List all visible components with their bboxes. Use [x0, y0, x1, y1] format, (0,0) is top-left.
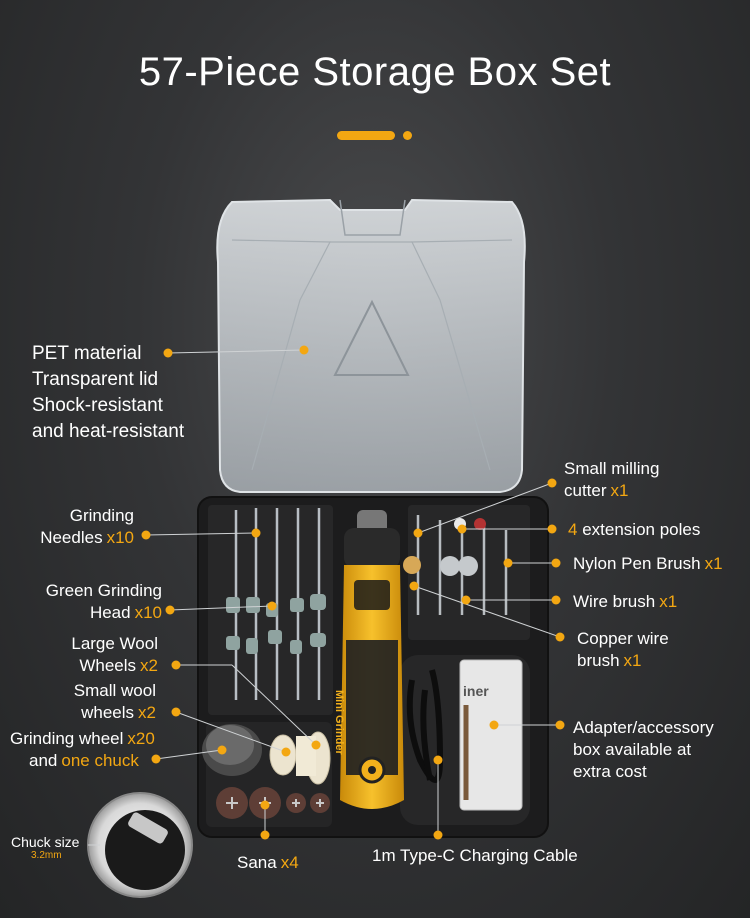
callout-text: Needles: [40, 528, 103, 547]
callout-text: Adapter/accessory: [573, 718, 714, 737]
callout-qty: x1: [704, 554, 723, 573]
callout-text: Small wool: [73, 681, 156, 700]
callout-dots: [141, 345, 565, 840]
callout-text: extension poles: [582, 520, 701, 539]
lid-callout-line: Transparent lid: [32, 369, 159, 390]
callout-extension-poles: 4 extension poles: [568, 519, 700, 541]
page-title: 57-Piece Storage Box Set: [138, 50, 612, 94]
callout-qty: x10: [134, 603, 162, 622]
callout-text: and: [29, 751, 58, 770]
callout-qty: x1: [610, 481, 629, 500]
transparent-lid: [216, 198, 526, 493]
callout-lines: [88, 349, 561, 846]
lid-callout: PET material Transparent lid Shock-resis…: [32, 341, 184, 445]
callout-text: Sana: [237, 853, 277, 872]
tool-label: Mini Grinder: [333, 690, 345, 755]
accent-bar: [337, 131, 395, 140]
callout-text: Small milling: [564, 459, 660, 478]
callout-chuck-size: Chuck size 3.2mm: [11, 834, 79, 861]
callout-text: Grinding: [69, 506, 134, 525]
accent-dot: [403, 131, 412, 140]
callout-cable: 1m Type-C Charging Cable: [372, 845, 578, 867]
callout-text: box available at: [573, 740, 692, 759]
callout-text: Copper wire: [577, 629, 669, 648]
lid-callout-line: Shock-resistant: [32, 395, 163, 416]
callout-text: extra cost: [573, 762, 647, 781]
callout-text: Large Wool: [71, 634, 158, 653]
callout-text: Green Grinding: [45, 581, 162, 600]
callout-qty: 4: [568, 520, 578, 539]
callout-qty: x2: [140, 656, 158, 675]
callout-text: Wire brush: [573, 592, 656, 611]
adapter-box: [459, 659, 523, 811]
callout-text: 1m Type-C Charging Cable: [372, 846, 578, 865]
lid-callout-line: and heat-resistant: [32, 421, 185, 442]
callout-text: Grinding wheel: [10, 729, 124, 748]
callout-qty: x1: [659, 592, 678, 611]
callout-qty: x20: [127, 729, 155, 748]
callout-qty: x10: [106, 528, 134, 547]
callout-qty: x4: [280, 853, 299, 872]
adapter-box-label: iner: [463, 683, 489, 699]
grinding-wheel-holder: [202, 724, 262, 776]
callout-text: Head: [89, 603, 131, 622]
chuck-inset: [87, 792, 193, 898]
callout-qty: one chuck: [61, 751, 139, 770]
brush-heads: [403, 518, 486, 576]
callout-qty: x2: [138, 703, 156, 722]
callout-text: Wheels: [79, 656, 137, 675]
callout-text: wheels: [81, 703, 135, 722]
callout-qty: x1: [623, 651, 642, 670]
callout-text: Nylon Pen Brush: [573, 554, 701, 573]
mini-grinder-tool: [340, 510, 404, 809]
callout-qty: 3.2mm: [31, 850, 62, 861]
callout-text: Chuck size: [11, 834, 80, 850]
callout-adapter-box: Adapter/accessory box available at extra…: [573, 717, 714, 783]
lid-callout-line: PET material: [32, 343, 142, 364]
charging-cable: [406, 669, 444, 783]
callout-text: brush: [577, 651, 620, 670]
callout-text: cutter: [564, 481, 607, 500]
